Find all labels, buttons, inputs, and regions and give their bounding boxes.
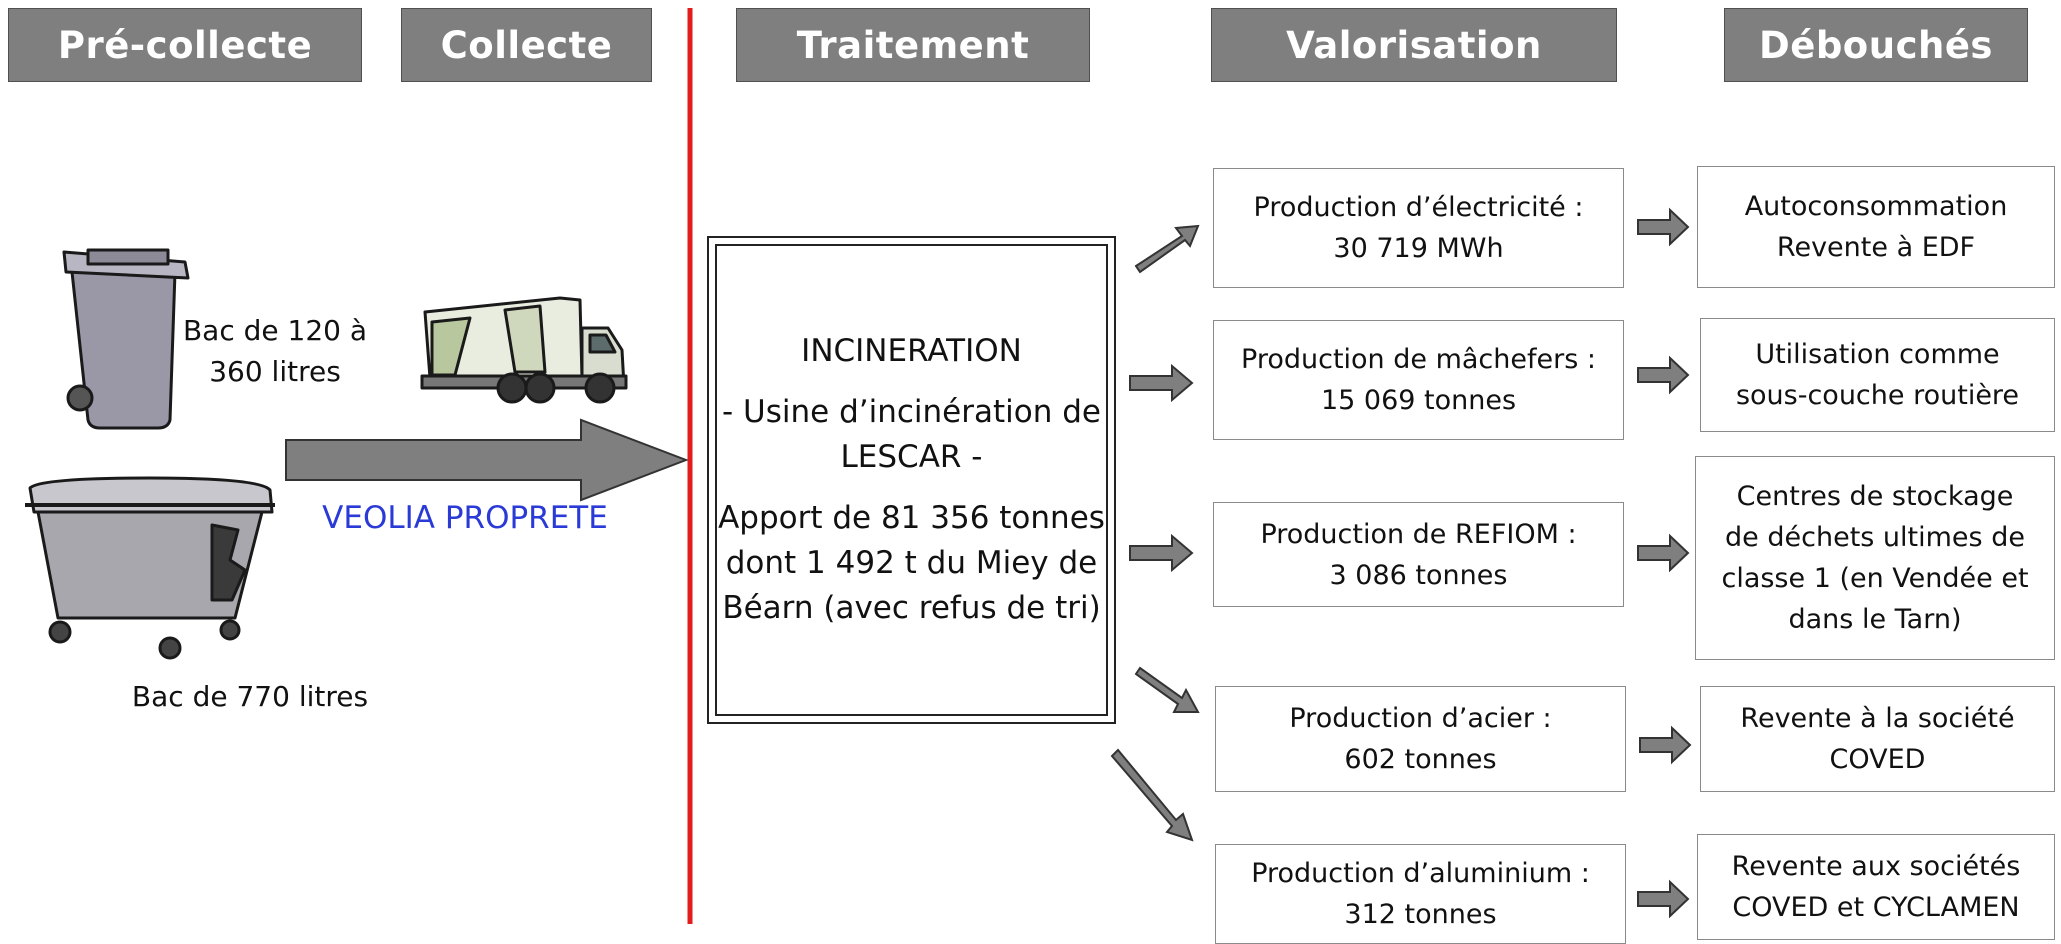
valorisation-label: Production d’électricité : [1253, 192, 1584, 223]
arrow-debouche-3 [1637, 533, 1690, 573]
valorisation-machefers: Production de mâchefers : 15 069 tonnes [1213, 320, 1624, 440]
arrow-debouche-5 [1637, 879, 1690, 919]
treatment-plant-line: - Usine d’incinération de [722, 394, 1101, 430]
arrow-debouche-2 [1637, 355, 1690, 395]
collection-flow-arrow [285, 418, 689, 502]
arrow-to-acier [1134, 666, 1200, 713]
arrow-to-machefers [1129, 363, 1194, 403]
debouche-machefers: Utilisation comme sous-couche routière [1700, 318, 2055, 432]
header-precollecte: Pré-collecte [8, 8, 362, 82]
debouche-aluminium: Revente aux sociétés COVED et CYCLAMEN [1697, 834, 2055, 940]
header-traitement: Traitement [736, 8, 1090, 82]
container-bin-icon [25, 476, 275, 660]
garbage-truck-icon [420, 296, 628, 404]
wheelie-bin-icon [62, 248, 190, 430]
arrow-debouche-4 [1639, 725, 1692, 765]
valorisation-electricite: Production d’électricité : 30 719 MWh [1213, 168, 1624, 288]
debouche-acier: Revente à la société COVED [1700, 686, 2055, 792]
valorisation-aluminium: Production d’aluminium : 312 tonnes [1215, 844, 1626, 944]
treatment-box: INCINERATION - Usine d’incinération de L… [707, 236, 1116, 724]
debouche-refiom: Centres de stockage de déchets ultimes d… [1695, 456, 2055, 660]
valorisation-value: 312 tonnes [1344, 899, 1497, 930]
valorisation-value: 30 719 MWh [1333, 233, 1504, 264]
treatment-plant-line: LESCAR - [840, 439, 983, 475]
arrow-to-refiom [1129, 533, 1194, 573]
treatment-title: INCINERATION [801, 333, 1022, 369]
valorisation-label: Production d’acier : [1289, 703, 1552, 734]
header-collecte: Collecte [401, 8, 652, 82]
valorisation-value: 3 086 tonnes [1329, 559, 1508, 591]
bin-large-label: Bac de 770 litres [131, 680, 369, 713]
valorisation-label: Production de mâchefers : [1241, 344, 1596, 375]
treatment-apport-line: dont 1 492 t du Miey de [725, 545, 1098, 581]
collector-operator: VEOLIA PROPRETE [322, 500, 608, 536]
valorisation-acier: Production d’acier : 602 tonnes [1215, 686, 1626, 792]
header-valorisation: Valorisation [1211, 8, 1617, 82]
debouche-electricite: Autoconsommation Revente à EDF [1697, 166, 2055, 288]
arrow-debouche-1 [1637, 207, 1690, 247]
valorisation-refiom: Production de REFIOM : 3 086 tonnes [1213, 502, 1624, 607]
bin-small-label: Bac de 120 à 360 litres [182, 314, 368, 388]
treatment-apport-line: Apport de 81 356 tonnes [718, 500, 1105, 536]
header-debouches: Débouchés [1724, 8, 2028, 82]
valorisation-value: 15 069 tonnes [1320, 385, 1517, 416]
arrow-to-aluminium [1110, 748, 1194, 842]
valorisation-label: Production d’aluminium : [1251, 858, 1590, 889]
treatment-apport-line: Béarn (avec refus de tri) [722, 590, 1101, 626]
valorisation-label: Production de REFIOM : [1260, 518, 1577, 550]
arrow-to-electricite [1134, 224, 1200, 274]
valorisation-value: 602 tonnes [1344, 744, 1497, 775]
